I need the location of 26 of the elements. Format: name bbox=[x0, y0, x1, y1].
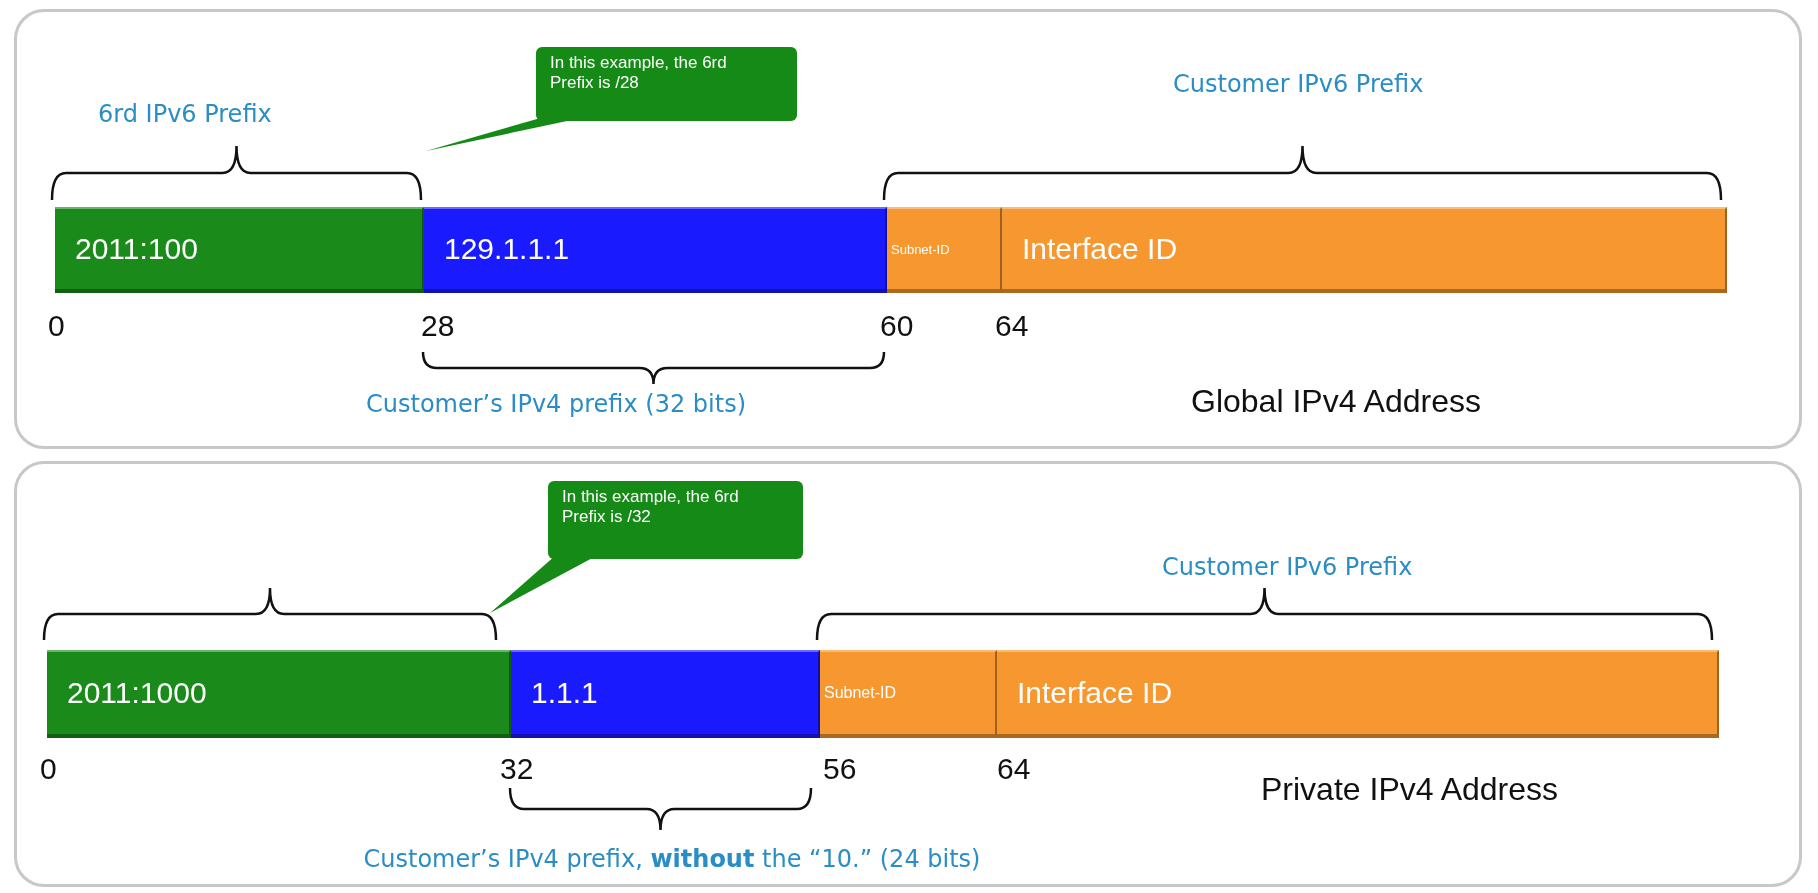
callout-bubble: In this example, the 6rd Prefix is /32 bbox=[490, 481, 803, 613]
bit-field-segment: Subnet-ID bbox=[887, 207, 1002, 293]
field-label: Customer’s IPv4 prefix (32 bits) bbox=[366, 390, 746, 418]
address-type-caption: Global IPv4 Address bbox=[1191, 383, 1481, 420]
bit-position: 28 bbox=[421, 309, 455, 343]
bit-position: 64 bbox=[997, 752, 1031, 786]
bit-position: 0 bbox=[40, 752, 57, 786]
bit-field-segment: Interface ID bbox=[1002, 207, 1727, 293]
address-type-caption: Private IPv4 Address bbox=[1261, 771, 1559, 808]
bit-position: 56 bbox=[823, 752, 857, 786]
bit-field-segment: 1.1.1 bbox=[511, 650, 820, 738]
field-label: Customer IPv6 Prefix bbox=[1162, 553, 1413, 581]
bit-field-segment: 2011:1000 bbox=[47, 650, 511, 738]
bit-field-segment: Interface ID bbox=[997, 650, 1719, 738]
bit-field-segment: 129.1.1.1 bbox=[424, 207, 887, 293]
field-label: 6rd IPv6 Prefix bbox=[98, 100, 272, 128]
bit-position: 64 bbox=[995, 309, 1029, 343]
bit-field-segment: Subnet-ID bbox=[820, 650, 997, 738]
bit-position: 0 bbox=[48, 309, 65, 343]
field-label: Customer IPv6 Prefix bbox=[1173, 70, 1424, 98]
bit-position: 60 bbox=[880, 309, 914, 343]
panel-background bbox=[14, 9, 1802, 449]
bit-position: 32 bbox=[500, 752, 534, 786]
field-label: Customer’s IPv4 prefix, without the “10.” (24 bits) bbox=[363, 845, 981, 873]
bit-field-segment: 2011:100 bbox=[55, 207, 424, 293]
panel-background bbox=[14, 461, 1802, 887]
